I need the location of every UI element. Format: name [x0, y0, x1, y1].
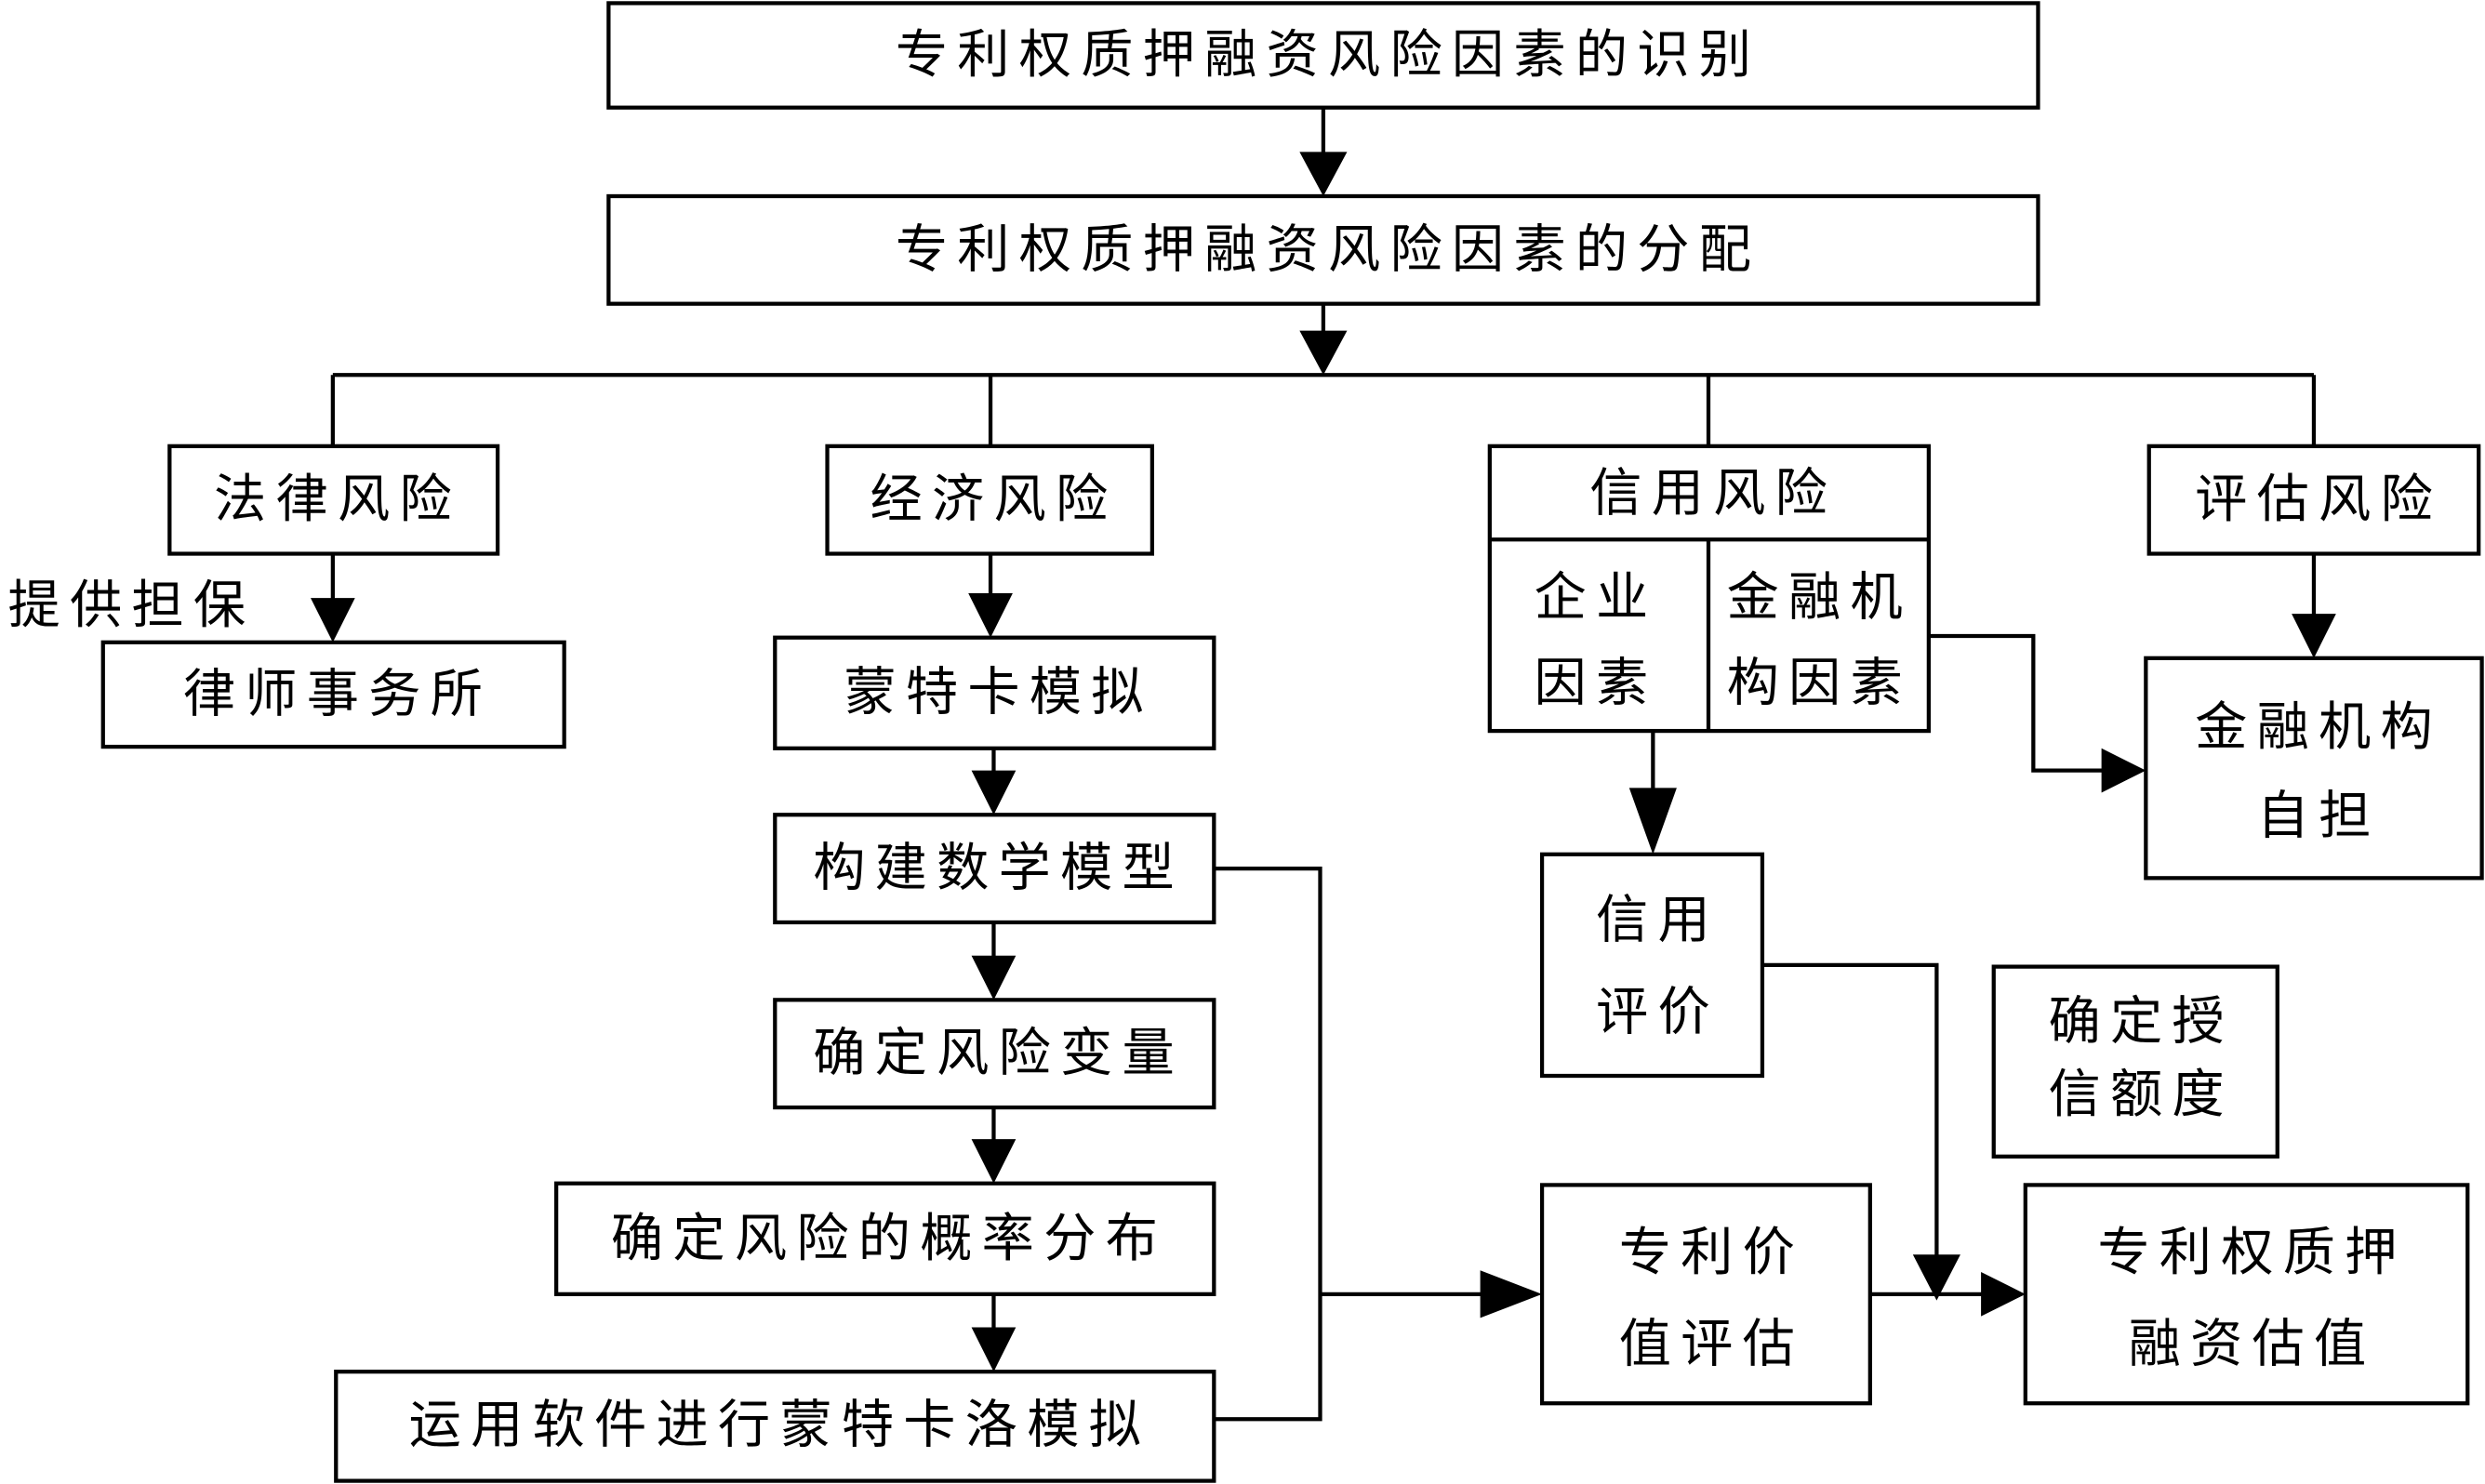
legal-risk-label: 法律风险 — [214, 470, 461, 530]
arrow-economic-to-patent-valuation — [1320, 1270, 1543, 1318]
credit-limit-box — [1991, 964, 2279, 1159]
run-simulation-box — [334, 1370, 1216, 1483]
arrow-economic-to-monte-carlo — [968, 553, 1013, 638]
branch-connector — [330, 373, 2317, 446]
node-risk-identification: 专利权质押融资风险因素的识别 — [606, 1, 2040, 110]
arrowhead — [1628, 788, 1677, 855]
economic-risk-box — [825, 444, 1154, 556]
arrow-distribution-to-simulation — [971, 1293, 1017, 1372]
risk-identification-label: 专利权质押融资风险因素的识别 — [896, 25, 1761, 86]
law-firm-box — [100, 640, 566, 749]
arrow-identification-to-allocation — [1299, 107, 1348, 196]
assessment-risk-box — [2146, 444, 2481, 556]
institution-bears-label-line2: 自担 — [2257, 786, 2381, 846]
financing-valuation-label-line1: 专利权质押 — [2097, 1223, 2406, 1283]
patent-valuation-label-line1: 专利价 — [1619, 1223, 1804, 1283]
arrowhead — [1299, 152, 1348, 196]
node-risk-variables: 确定风险变量 — [773, 998, 1216, 1110]
run-simulation-label: 运用软件进行蒙特卡洛模拟 — [409, 1396, 1150, 1456]
arrowhead — [1981, 1272, 2026, 1317]
arrowhead — [971, 955, 1017, 1000]
arrowhead — [1480, 1270, 1543, 1318]
economic-risk-label: 经济风险 — [870, 470, 1118, 530]
enterprise-factors-label-line2: 因素 — [1535, 654, 1658, 714]
credit-evaluation-box — [1539, 852, 1765, 1079]
patent-valuation-label-line2: 值评估 — [1619, 1315, 1804, 1375]
monte-carlo-box — [773, 635, 1216, 750]
node-run-simulation: 运用软件进行蒙特卡洛模拟 — [334, 1370, 1216, 1483]
arrow-legal-to-law-firm — [311, 553, 355, 643]
legal-risk-box — [167, 444, 500, 556]
arrow-credit-evaluation-to-junction — [1761, 962, 1960, 1301]
arrow-monte-carlo-to-build-model — [971, 748, 1017, 815]
probability-distribution-label: 确定风险的概率分布 — [611, 1209, 1167, 1269]
arrow-credit-to-credit-evaluation — [1628, 731, 1677, 855]
arrowhead — [971, 770, 1017, 815]
node-probability-distribution: 确定风险的概率分布 — [554, 1181, 1216, 1296]
risk-allocation-box — [606, 193, 2040, 306]
institution-factors-label-line1: 金融机 — [1727, 568, 1912, 629]
provide-guarantee-edge-label: 提供担保 — [8, 576, 256, 636]
node-credit-risk: 信用风险 企业 因素 金融机 构因素 — [1487, 444, 1931, 734]
arrow-patent-valuation-to-financing-valuation — [1869, 1272, 2026, 1317]
node-law-firm: 律师事务所 — [100, 640, 566, 749]
arrowhead — [968, 593, 1013, 638]
connector-model-bracket — [1214, 866, 1322, 1422]
risk-identification-box — [606, 1, 2040, 110]
arrow-assessment-to-institution-bears — [2292, 553, 2336, 658]
node-credit-limit: 确定授 信额度 — [1991, 964, 2279, 1159]
arrow-institution-factors-to-institution-bears — [1928, 633, 2146, 793]
arrowhead — [1912, 1254, 1960, 1301]
risk-allocation-label: 专利权质押融资风险因素的分配 — [896, 219, 1761, 280]
arrow-risk-variables-to-distribution — [971, 1107, 1017, 1184]
node-credit-evaluation: 信用 评价 — [1539, 852, 1765, 1079]
credit-risk-label: 信用风险 — [1589, 463, 1837, 523]
arrowhead — [311, 598, 355, 643]
patent-valuation-box — [1539, 1183, 1872, 1406]
financing-valuation-label-line2: 融资估值 — [2129, 1315, 2376, 1375]
law-firm-label: 律师事务所 — [183, 664, 492, 724]
node-legal-risk: 法律风险 — [167, 444, 500, 556]
build-model-label: 构建数学模型 — [813, 839, 1184, 899]
node-risk-allocation: 专利权质押融资风险因素的分配 — [606, 193, 2040, 306]
arrow-allocation-to-branches — [1299, 303, 1348, 376]
institution-bears-label-line1: 金融机构 — [2195, 697, 2442, 758]
institution-factors-label-line2: 构因素 — [1727, 654, 1912, 714]
credit-limit-label-line1: 确定授 — [2049, 992, 2234, 1053]
assessment-risk-label: 评估风险 — [2195, 470, 2442, 530]
node-build-model: 构建数学模型 — [773, 813, 1216, 925]
node-economic-risk: 经济风险 — [825, 444, 1154, 556]
arrow-build-model-to-risk-variables — [971, 921, 1017, 1000]
arrow-line — [1928, 633, 2104, 773]
node-patent-valuation: 专利价 值评估 — [1539, 1183, 1872, 1406]
monte-carlo-label: 蒙特卡模拟 — [844, 663, 1152, 723]
node-assessment-risk: 评估风险 — [2146, 444, 2481, 556]
institution-bears-box — [2144, 656, 2484, 881]
financing-valuation-box — [2023, 1183, 2470, 1406]
risk-variables-box — [773, 998, 1216, 1110]
node-institution-bears: 金融机构 自担 — [2144, 656, 2484, 881]
bracket-line — [1214, 866, 1322, 1422]
probability-distribution-box — [554, 1181, 1216, 1296]
enterprise-factors-label-line1: 企业 — [1535, 568, 1658, 629]
credit-evaluation-label-line2: 评价 — [1596, 982, 1720, 1042]
risk-variables-label: 确定风险变量 — [813, 1024, 1184, 1084]
node-monte-carlo: 蒙特卡模拟 — [773, 635, 1216, 750]
node-financing-valuation: 专利权质押 融资估值 — [2023, 1183, 2470, 1406]
arrowhead — [2292, 614, 2336, 658]
credit-limit-label-line2: 信额度 — [2049, 1065, 2234, 1125]
arrow-line — [1761, 962, 1939, 1256]
credit-evaluation-label-line1: 信用 — [1596, 891, 1720, 951]
arrowhead — [971, 1139, 1017, 1184]
arrowhead — [971, 1327, 1017, 1372]
arrowhead — [2101, 748, 2146, 793]
arrowhead — [1299, 330, 1348, 376]
build-model-box — [773, 813, 1216, 925]
